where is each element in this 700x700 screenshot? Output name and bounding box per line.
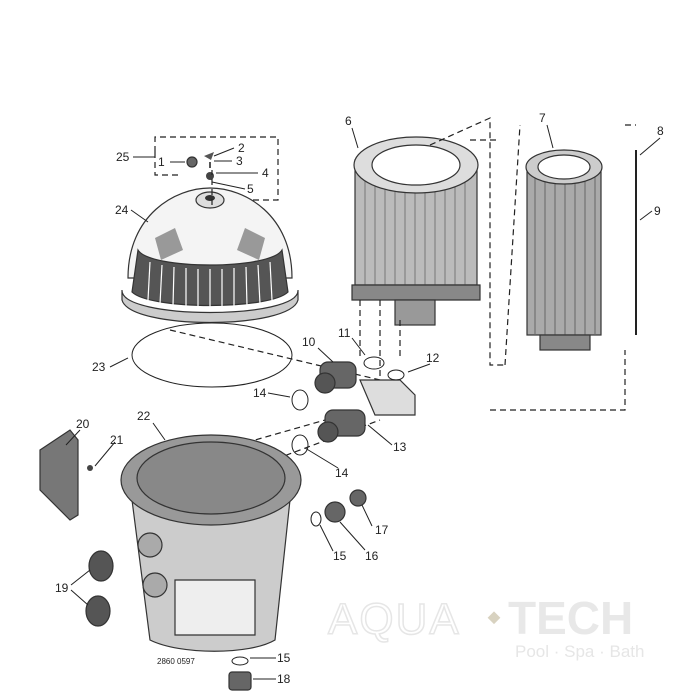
callout: 4 bbox=[262, 166, 269, 180]
drain-plug-17 bbox=[349, 489, 367, 507]
callout: 1 bbox=[158, 155, 165, 169]
callout: 23 bbox=[92, 360, 106, 374]
callout: 5 bbox=[247, 182, 254, 196]
callout: 24 bbox=[115, 203, 129, 217]
callout: 14 bbox=[253, 386, 267, 400]
callout: 8 bbox=[657, 124, 664, 138]
callout: 16 bbox=[365, 549, 379, 563]
callout: 25 bbox=[116, 150, 130, 164]
callout: 15 bbox=[333, 549, 347, 563]
watermark-tech: TECH bbox=[508, 592, 633, 644]
callout: 11 bbox=[338, 326, 351, 340]
callout: 15 bbox=[277, 651, 291, 665]
callout: 21 bbox=[110, 433, 124, 447]
union-nut bbox=[85, 595, 111, 627]
callout: 14 bbox=[335, 466, 349, 480]
callout: 19 bbox=[55, 581, 69, 595]
drain-plug-16 bbox=[324, 501, 346, 523]
filter-tank bbox=[120, 434, 302, 652]
watermark-diamond bbox=[487, 611, 501, 625]
callout: 22 bbox=[137, 409, 151, 423]
manifold-parts bbox=[291, 356, 416, 456]
callout: 12 bbox=[426, 351, 440, 365]
watermark-tagline: Pool · Spa · Bath bbox=[515, 642, 644, 661]
callout: 13 bbox=[393, 440, 407, 454]
union-nut bbox=[88, 550, 114, 582]
callout: 9 bbox=[654, 204, 661, 218]
assembly-lines bbox=[359, 117, 636, 411]
kit-box bbox=[154, 136, 279, 201]
callout: 2 bbox=[238, 141, 245, 155]
callout: 6 bbox=[345, 114, 352, 128]
filter-lid bbox=[121, 187, 299, 324]
callout: 18 bbox=[277, 672, 291, 686]
o-ring-23 bbox=[131, 322, 293, 388]
outer-cartridge bbox=[351, 136, 481, 326]
watermark-aqua: AQUA bbox=[328, 595, 461, 644]
inner-cartridge bbox=[525, 149, 603, 351]
clamp bbox=[39, 429, 79, 521]
screw-21 bbox=[87, 465, 93, 471]
drawing-code: 2860 0597 bbox=[157, 657, 195, 666]
callout-labels: 25 1 2 3 4 5 24 6 7 8 9 23 10 11 12 14 1… bbox=[55, 111, 664, 686]
drain-plug-18 bbox=[228, 671, 252, 691]
callout: 10 bbox=[302, 335, 316, 349]
callout: 17 bbox=[375, 523, 389, 537]
callout: 7 bbox=[539, 111, 546, 125]
watermark-logo: AQUA TECH Pool · Spa · Bath bbox=[327, 592, 644, 661]
valve-parts bbox=[186, 152, 214, 180]
callout: 3 bbox=[236, 154, 243, 168]
callout: 20 bbox=[76, 417, 90, 431]
